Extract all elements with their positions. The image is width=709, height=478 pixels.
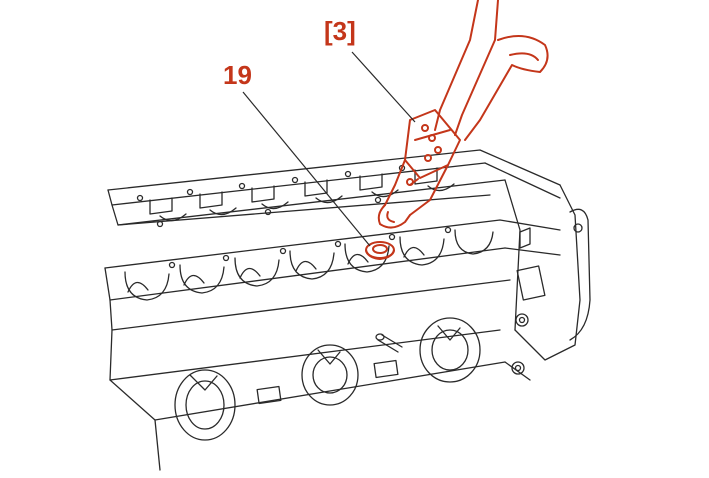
leader-lines: [242, 51, 416, 247]
callout-label-tool: [3]: [324, 16, 356, 46]
callout-label-part: 19: [223, 60, 252, 90]
cylinder-head-illustration: [104, 149, 591, 471]
leader-line-part: [242, 91, 371, 247]
valve-stem-seal-illustration: [365, 241, 395, 261]
valve-stem-seal-pliers-illustration: [377, 0, 549, 229]
leader-line-tool: [351, 51, 416, 123]
